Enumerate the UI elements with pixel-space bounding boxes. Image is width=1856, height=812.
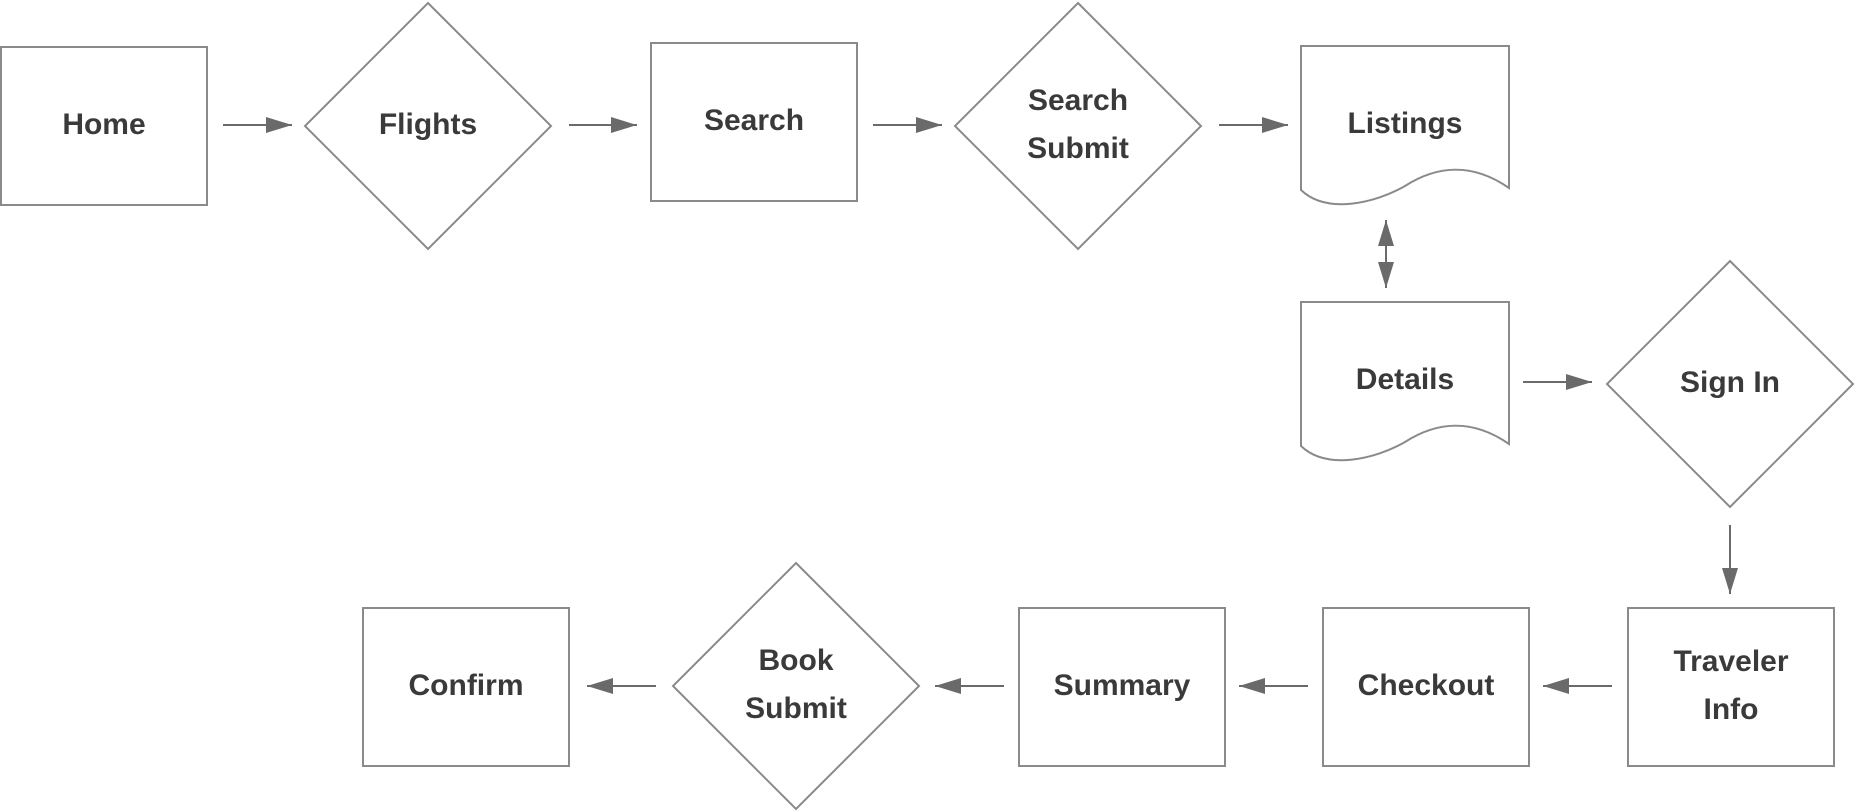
node-shape (303, 1, 553, 251)
node-label: Submit (1027, 132, 1129, 165)
arrowhead (1378, 220, 1394, 246)
edge-traveler-info-to-checkout (1543, 678, 1612, 694)
node-summary[interactable]: Summary (1018, 607, 1226, 767)
node-sign-in[interactable]: Sign In (1605, 259, 1855, 509)
edge-flights-to-search (569, 117, 637, 133)
node-shape (671, 561, 921, 811)
node-label: Search (1028, 84, 1128, 117)
node-checkout[interactable]: Checkout (1322, 607, 1530, 767)
arrowhead (1566, 374, 1592, 390)
arrowhead (611, 117, 637, 133)
node-label: Book (759, 644, 834, 677)
arrowhead (1378, 262, 1394, 288)
node-listings[interactable]: Listings (1300, 45, 1510, 206)
node-shape (1018, 607, 1226, 767)
node-shape (1300, 301, 1510, 462)
edge-summary-to-book-submit (935, 678, 1004, 694)
edge-search-submit-to-listings (1219, 117, 1288, 133)
node-label: Search (704, 104, 804, 137)
node-shape (1300, 45, 1510, 206)
edge-home-to-flights (223, 117, 292, 133)
node-details[interactable]: Details (1300, 301, 1510, 462)
node-shape (650, 42, 858, 202)
node-label: Checkout (1358, 669, 1495, 702)
edge-checkout-to-summary (1239, 678, 1308, 694)
node-label: Info (1704, 693, 1759, 726)
node-shape (1627, 607, 1835, 767)
arrowhead (916, 117, 942, 133)
node-shape (362, 607, 570, 767)
node-confirm[interactable]: Confirm (362, 607, 570, 767)
node-search[interactable]: Search (650, 42, 858, 202)
node-label: Flights (379, 108, 477, 141)
node-shape (1605, 259, 1855, 509)
arrowhead (587, 678, 613, 694)
node-label: Home (62, 108, 145, 141)
arrowhead (1722, 568, 1738, 594)
node-label: Confirm (409, 669, 524, 702)
node-label: Summary (1054, 669, 1191, 702)
node-label: Listings (1347, 107, 1462, 140)
arrowhead (1543, 678, 1569, 694)
edge-search-to-search-submit (873, 117, 942, 133)
node-flights[interactable]: Flights (303, 1, 553, 251)
node-label: Submit (745, 692, 847, 725)
node-shape (1322, 607, 1530, 767)
node-home[interactable]: Home (0, 46, 208, 206)
node-label: Sign In (1680, 366, 1780, 399)
arrowhead (1239, 678, 1265, 694)
edge-book-submit-to-confirm (587, 678, 656, 694)
arrowhead (1262, 117, 1288, 133)
arrowhead (935, 678, 961, 694)
edge-listings-to-details (1378, 220, 1394, 288)
arrowhead (266, 117, 292, 133)
edge-details-to-sign-in (1523, 374, 1592, 390)
node-shape (0, 46, 208, 206)
node-label: Details (1356, 363, 1454, 396)
edge-sign-in-to-traveler-info (1722, 525, 1738, 594)
node-label: Traveler (1673, 645, 1788, 678)
node-shape (953, 1, 1203, 251)
